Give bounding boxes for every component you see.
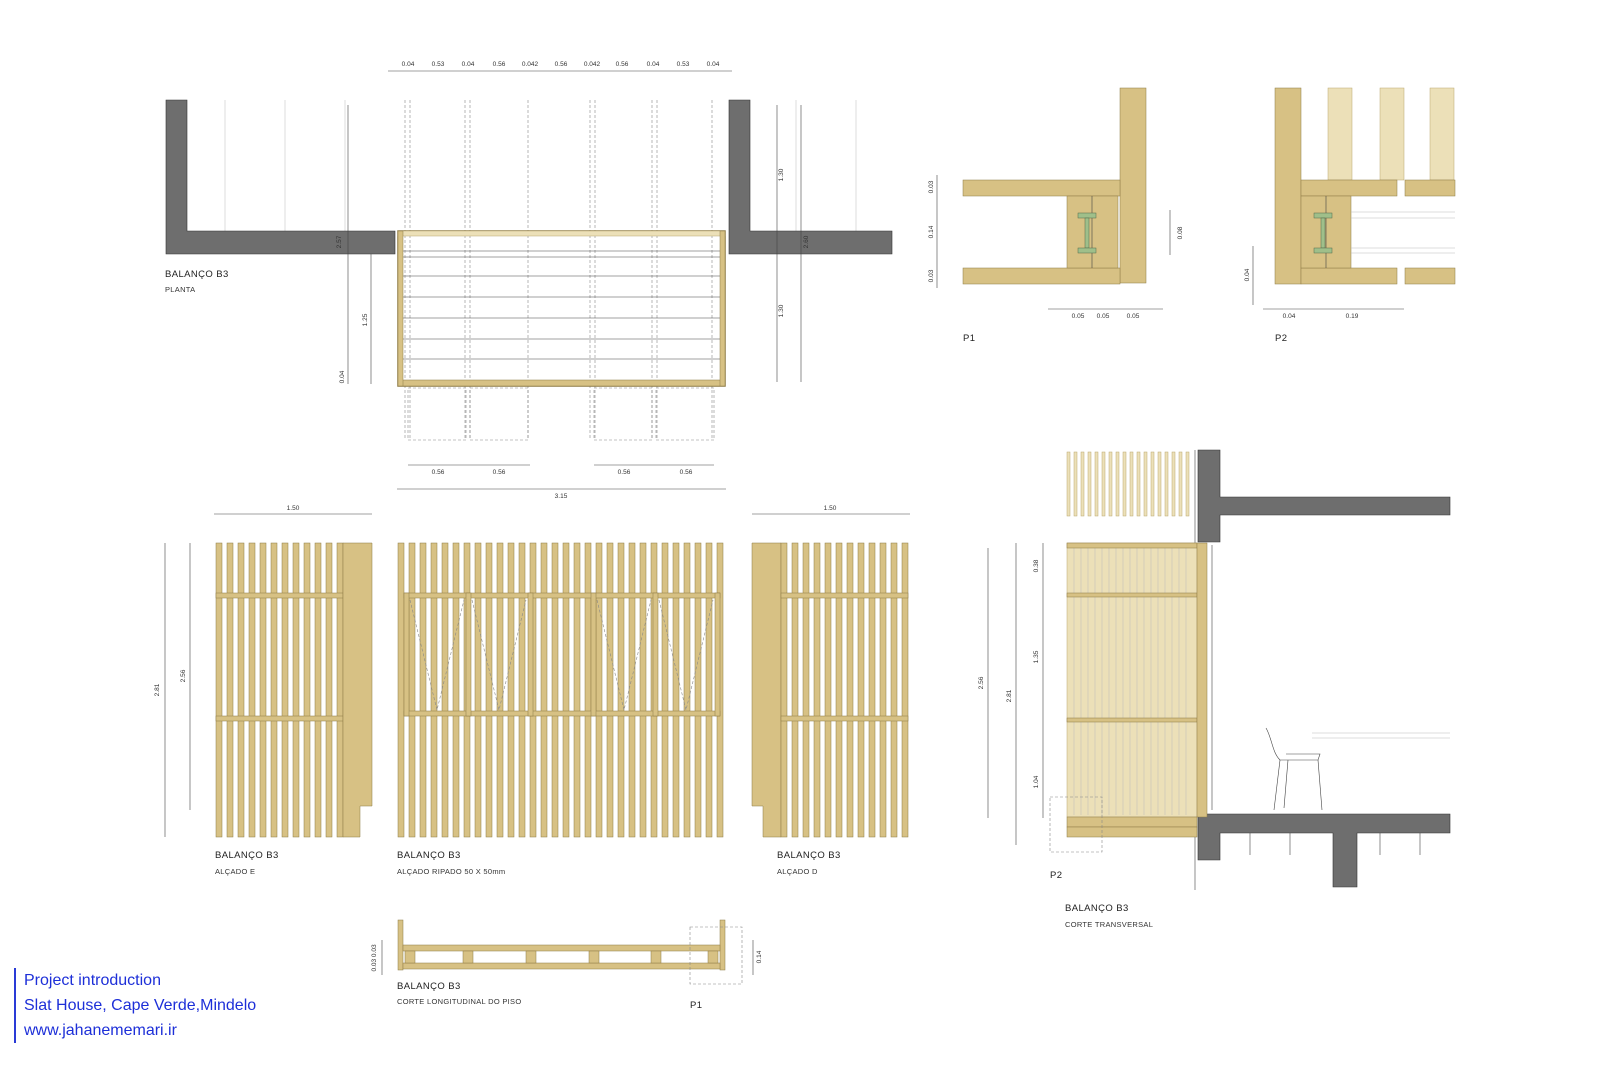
dim-plan-257: 2.57 xyxy=(336,235,343,248)
dim-p1-003-bot: 0.03 xyxy=(928,269,935,282)
plan-right-wall xyxy=(728,99,893,255)
dim-top-3: 0.04 xyxy=(462,61,475,68)
dim-p1-b2: 0.05 xyxy=(1097,313,1110,320)
detail-p1-label: P1 xyxy=(963,333,975,344)
trans-upper-slats xyxy=(1066,451,1190,517)
detail-p2-label: P2 xyxy=(1275,333,1287,344)
elev-left-subtitle: ALÇADO E xyxy=(215,867,255,876)
plan-title: BALANÇO B3 xyxy=(165,269,229,280)
elev-right-title: BALANÇO B3 xyxy=(777,850,841,861)
credit-project-intro: Project introduction xyxy=(24,972,161,989)
dim-trans-038: 0.38 xyxy=(1033,559,1040,572)
dim-long-014: 0.14 xyxy=(756,950,763,963)
long-subtitle: CORTE LONGITUDINAL DO PISO xyxy=(397,997,522,1006)
elev-left-slats xyxy=(215,542,344,838)
dim-p1-014: 0.14 xyxy=(928,225,935,238)
dim-p1-003-top: 0.03 xyxy=(928,180,935,193)
dim-plan-056-4: 0.56 xyxy=(680,469,693,476)
dim-elev-256: 2.56 xyxy=(180,669,187,682)
plan-grid-lines xyxy=(224,100,857,440)
elev-left-title: BALANÇO B3 xyxy=(215,850,279,861)
elev-right-slats xyxy=(780,542,909,838)
credit-project-name: Slat House, Cape Verde,Mindelo xyxy=(24,997,257,1014)
elevation-right: 1.50 BALANÇO B3 ALÇADO D xyxy=(751,505,910,876)
dim-top-11: 0.04 xyxy=(707,61,720,68)
dim-top-4: 0.56 xyxy=(493,61,506,68)
trans-subtitle: CORTE TRANSVERSAL xyxy=(1065,920,1153,929)
detail-p2: 0.04 0.04 0.19 P2 xyxy=(1244,87,1456,344)
trans-joists xyxy=(1249,833,1421,855)
section-transversal: 2.56 2.81 0.38 1.35 1.04 P2 BALANÇO B3 C… xyxy=(978,449,1451,929)
dim-top-9: 0.04 xyxy=(647,61,660,68)
dim-trans-104: 1.04 xyxy=(1033,775,1040,788)
dim-plan-056-3: 0.56 xyxy=(618,469,631,476)
dim-plan-125: 1.25 xyxy=(362,313,369,326)
dim-plan-130a: 1.30 xyxy=(778,168,785,181)
dim-plan-130b: 1.30 xyxy=(778,304,785,317)
plan-top-dimension-chain: 0.04 0.53 0.04 0.56 0.042 0.56 0.042 0.5… xyxy=(402,61,720,68)
plan-subtitle: PLANTA xyxy=(165,285,195,294)
dim-top-6: 0.56 xyxy=(555,61,568,68)
elev-right-subtitle: ALÇADO D xyxy=(777,867,818,876)
dim-plan-056-2: 0.56 xyxy=(493,469,506,476)
dim-p1-b3: 0.05 xyxy=(1127,313,1140,320)
dim-elev-281: 2.81 xyxy=(154,683,161,696)
dim-p2-019: 0.19 xyxy=(1346,313,1359,320)
dim-top-5: 0.042 xyxy=(522,61,539,68)
section-longitudinal: 0.03 0.03 0.14 BALANÇO B3 CORTE LONGITUD… xyxy=(371,919,763,1011)
dim-long-003: 0.03 0.03 xyxy=(371,944,378,971)
plan-left-wall xyxy=(165,99,396,255)
dim-trans-256: 2.56 xyxy=(978,676,985,689)
dim-p1-008: 0.08 xyxy=(1177,226,1184,239)
elev-center-title: BALANÇO B3 xyxy=(397,850,461,861)
dim-plan-004: 0.04 xyxy=(339,370,346,383)
chair-icon xyxy=(1265,727,1323,811)
dim-p1-b1: 0.05 xyxy=(1072,313,1085,320)
credit-website[interactable]: www.jahanememari.ir xyxy=(24,1022,177,1039)
dim-p2-004-v: 0.04 xyxy=(1244,268,1251,281)
dim-plan-315: 3.15 xyxy=(555,493,568,500)
detail-p1-reference: P1 xyxy=(690,1000,702,1011)
dim-trans-135: 1.35 xyxy=(1033,650,1040,663)
dim-elev-150-right: 1.50 xyxy=(824,505,837,512)
elev-center-subtitle: ALÇADO RIPADO 50 X 50mm xyxy=(397,867,505,876)
dim-trans-281: 2.81 xyxy=(1006,689,1013,702)
dim-plan-056-1: 0.56 xyxy=(432,469,445,476)
plan-floor-slats xyxy=(397,230,726,387)
trans-title: BALANÇO B3 xyxy=(1065,903,1129,914)
credits-block: Project introduction Slat House, Cape Ve… xyxy=(14,968,256,1043)
dim-top-10: 0.53 xyxy=(677,61,690,68)
plan-balcony-frame xyxy=(397,230,726,387)
plan-view: 0.04 0.53 0.04 0.56 0.042 0.56 0.042 0.5… xyxy=(165,61,893,500)
long-title: BALANÇO B3 xyxy=(397,981,461,992)
dim-top-8: 0.56 xyxy=(616,61,629,68)
detail-p1: 0.03 0.14 0.03 0.08 0.05 0.05 0.05 P1 xyxy=(928,87,1184,344)
dim-elev-150-left: 1.50 xyxy=(287,505,300,512)
elev-center-slats xyxy=(397,542,724,838)
dim-plan-260: 2.60 xyxy=(803,235,810,248)
dim-top-7: 0.042 xyxy=(584,61,601,68)
long-joists xyxy=(404,950,719,964)
trans-screen xyxy=(1066,542,1198,818)
dim-top-1: 0.04 xyxy=(402,61,415,68)
elevation-left: 1.50 2.81 2.56 BALANÇO B3 ALÇADO E xyxy=(154,505,373,876)
dim-top-2: 0.53 xyxy=(432,61,445,68)
detail-p2-reference: P2 xyxy=(1050,870,1062,881)
elevation-center: BALANÇO B3 ALÇADO RIPADO 50 X 50mm xyxy=(397,542,724,876)
dim-p2-004-h: 0.04 xyxy=(1283,313,1296,320)
